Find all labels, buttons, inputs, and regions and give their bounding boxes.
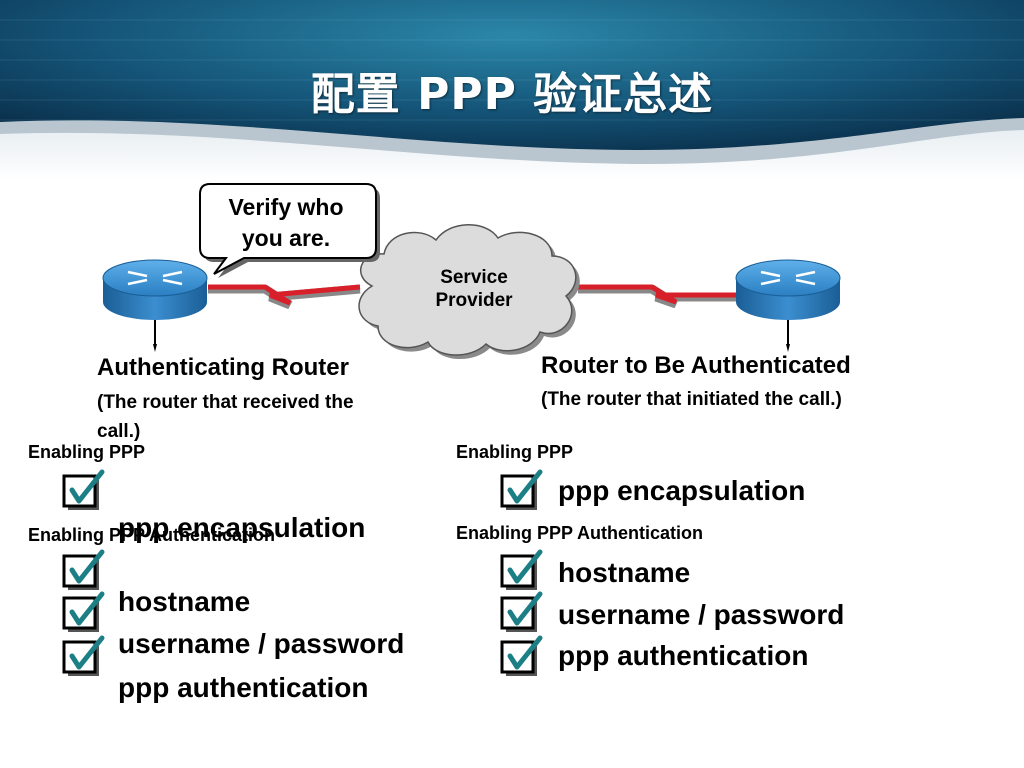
right-cmd-ppp-authentication: ppp authentication — [558, 640, 809, 671]
authenticated-router-icon — [735, 259, 841, 352]
authenticated-router-title: Router to Be Authenticated — [541, 352, 851, 379]
cloud-line-2: Provider — [435, 290, 513, 311]
left-cmd-username-password: username / password — [118, 628, 405, 659]
bubble-line-2: you are. — [241, 225, 331, 251]
right-cmd-hostname: hostname — [558, 557, 691, 588]
left-cmd-hostname: hostname — [118, 586, 251, 617]
left-cmd-ppp-authentication: ppp authentication — [118, 672, 369, 703]
checkbox-checked-icon — [500, 591, 543, 632]
speech-bubble — [199, 183, 380, 278]
checkbox-checked-icon — [500, 469, 543, 510]
checkbox-checked-icon — [62, 469, 105, 510]
left-section-enabling-auth: Enabling PPP Authentication — [28, 525, 276, 545]
checkbox-checked-icon — [500, 549, 543, 590]
authenticating-router-desc-1: (The router that received the — [97, 392, 354, 413]
cloud-line-1: Service — [440, 267, 508, 288]
checkbox-checked-icon — [62, 635, 105, 676]
right-section-enabling-auth: Enabling PPP Authentication — [456, 523, 704, 543]
cloud-label: Service Provider — [410, 266, 538, 312]
speech-bubble-text: Verify who you are. — [200, 192, 372, 254]
right-cmd-ppp-encapsulation: ppp encapsulation — [558, 475, 806, 506]
left-section-enabling-ppp: Enabling PPP — [28, 442, 146, 462]
authenticated-router-desc: (The router that initiated the call.) — [541, 389, 842, 410]
checkbox-checked-icon — [62, 549, 105, 590]
authenticating-router-icon — [102, 259, 208, 352]
checkbox-checked-icon — [500, 635, 543, 676]
authenticating-router-title: Authenticating Router — [97, 354, 349, 381]
serial-link-right — [578, 284, 740, 309]
authenticating-router-desc-2: call.) — [97, 421, 141, 442]
right-section-enabling-ppp: Enabling PPP — [456, 442, 574, 462]
slide-title: 配置 PPP 验证总述 — [310, 69, 714, 120]
title-banner — [0, 0, 1024, 180]
right-cmd-username-password: username / password — [558, 599, 845, 630]
serial-link-left — [208, 284, 361, 310]
checkbox-checked-icon — [62, 591, 105, 632]
bubble-line-1: Verify who — [228, 194, 344, 220]
service-provider-cloud — [358, 224, 580, 360]
left-cmd-ppp-encapsulation: ppp encapsulation — [118, 512, 366, 543]
